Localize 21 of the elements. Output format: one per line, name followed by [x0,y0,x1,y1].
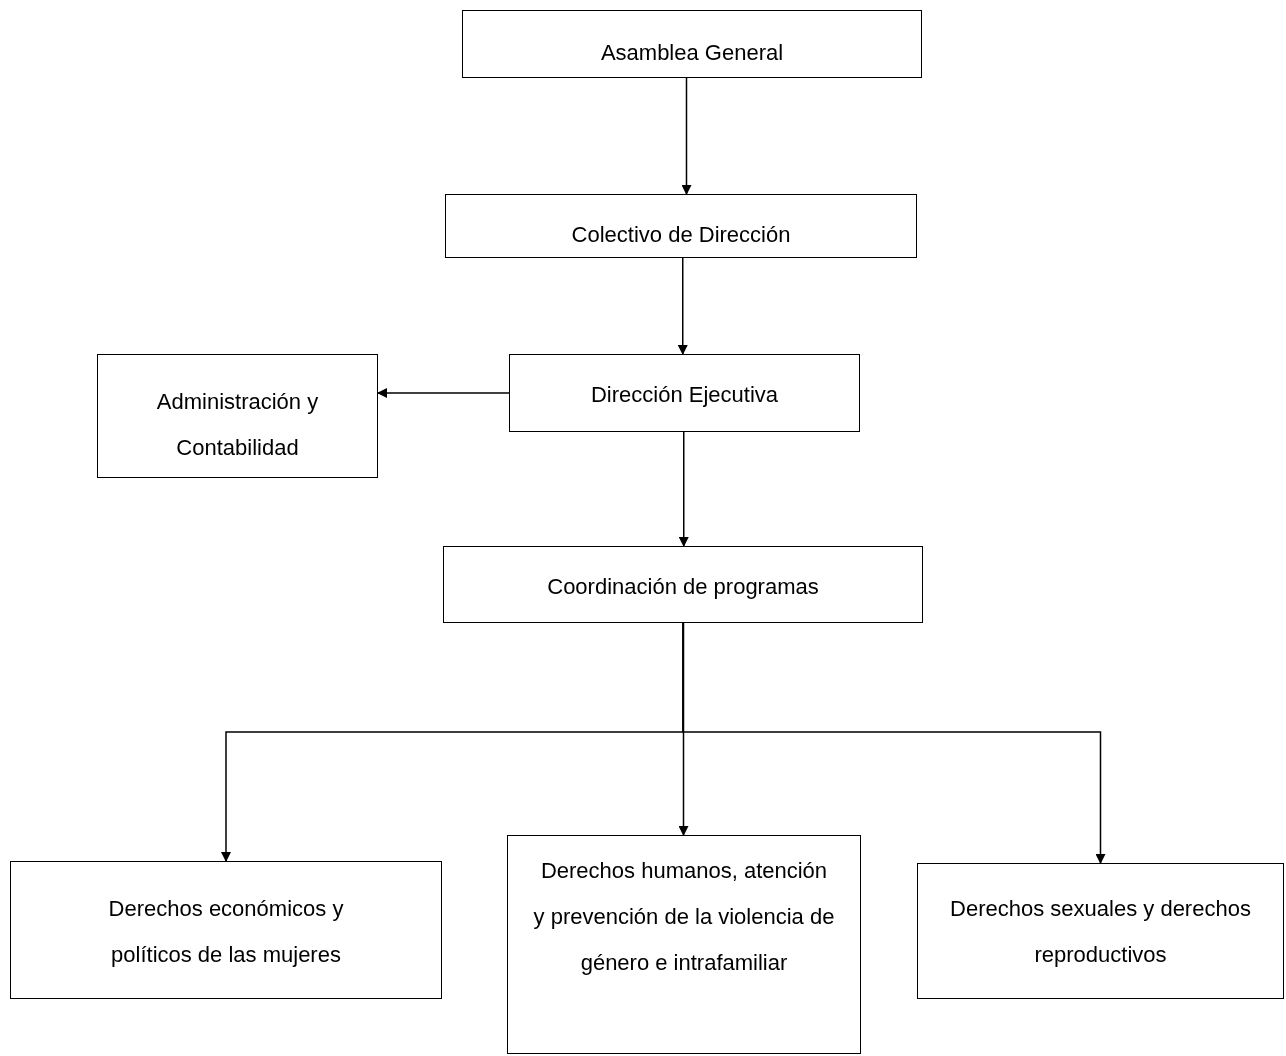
org-box [507,835,861,1054]
box-label: Derechos sexuales y derechos reproductivos [949,895,1252,969]
arrow [678,431,689,547]
arrow [677,257,688,355]
box-label: Coordinación de programas [546,573,820,601]
org-box [917,863,1284,999]
org-box [509,354,860,432]
box-label: Administración y Contabilidad [155,388,320,462]
org-box [10,861,442,999]
box-label: Colectivo de Dirección [570,221,792,249]
box-label: Asamblea General [599,39,785,67]
box-label: Derechos humanos, atención y prevención de la violencia de género e intrafamiliar [533,857,835,977]
arrow [377,388,510,398]
box-label: Dirección Ejecutiva [589,381,780,409]
arrow [681,77,692,195]
org-box [443,546,923,623]
box-label: Derechos económicos y políticos de las mujeres [107,895,345,969]
org-box [97,354,378,478]
org-box [445,194,917,258]
arrow [682,622,1106,864]
org-box [462,10,922,78]
